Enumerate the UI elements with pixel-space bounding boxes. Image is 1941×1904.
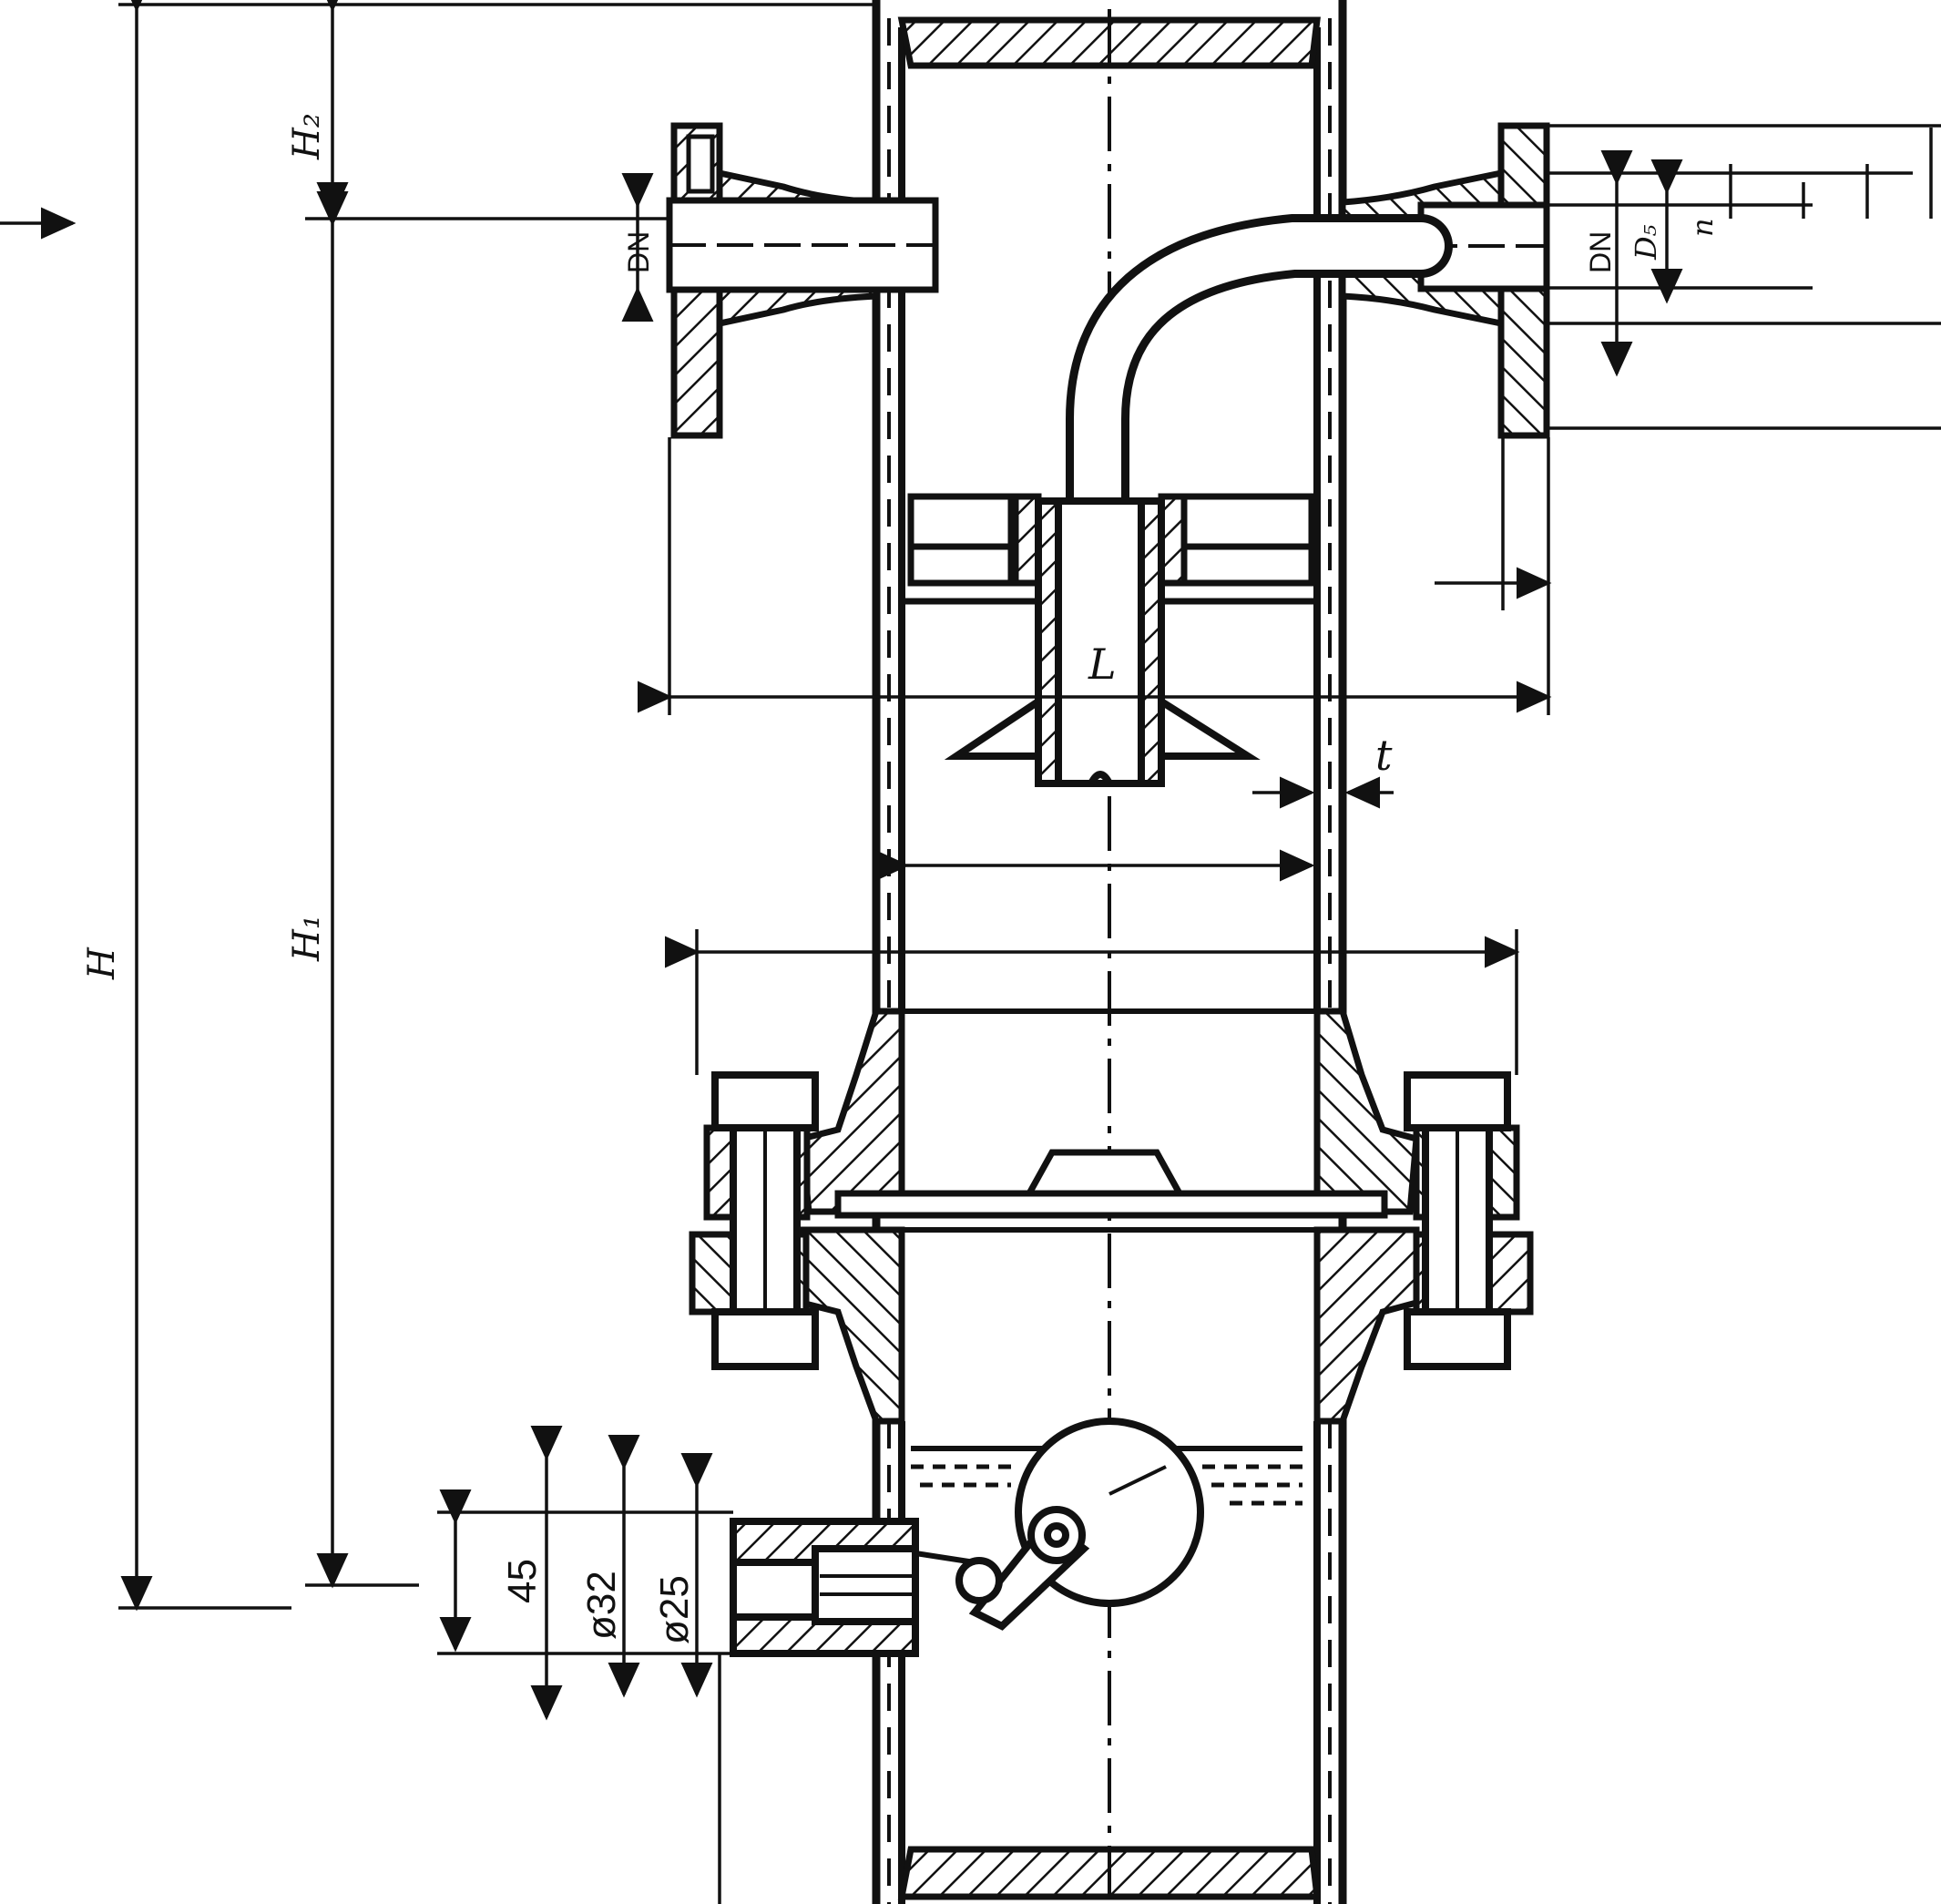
label-L: L: [1088, 640, 1117, 689]
label-H1: H₁: [286, 915, 328, 962]
label-DN-right: DN: [1584, 231, 1617, 273]
label-H2: H₂: [286, 113, 328, 160]
inner-tube: [944, 497, 1261, 787]
label-dim-32: ø32: [579, 1571, 624, 1640]
label-DN-left: DN: [622, 231, 655, 273]
left-inlet-nozzle: [666, 122, 939, 439]
bolt-left: [711, 1071, 819, 1370]
float-plate: [834, 1149, 1388, 1219]
drain-valve: [730, 1518, 1003, 1657]
internal-bent-pipe: [1066, 214, 1453, 537]
label-t: t: [1375, 731, 1393, 780]
label-H: H: [81, 947, 123, 980]
label-n: n: [1685, 218, 1720, 237]
label-dim-45: 45: [500, 1559, 545, 1603]
label-D5: D₅: [1629, 224, 1663, 261]
label-dim-25: ø25: [652, 1575, 697, 1644]
float-ball: [968, 1418, 1204, 1631]
bolt-right: [1404, 1071, 1511, 1370]
right-outlet-nozzle: [1339, 122, 1550, 439]
tube-support: [902, 493, 1317, 605]
